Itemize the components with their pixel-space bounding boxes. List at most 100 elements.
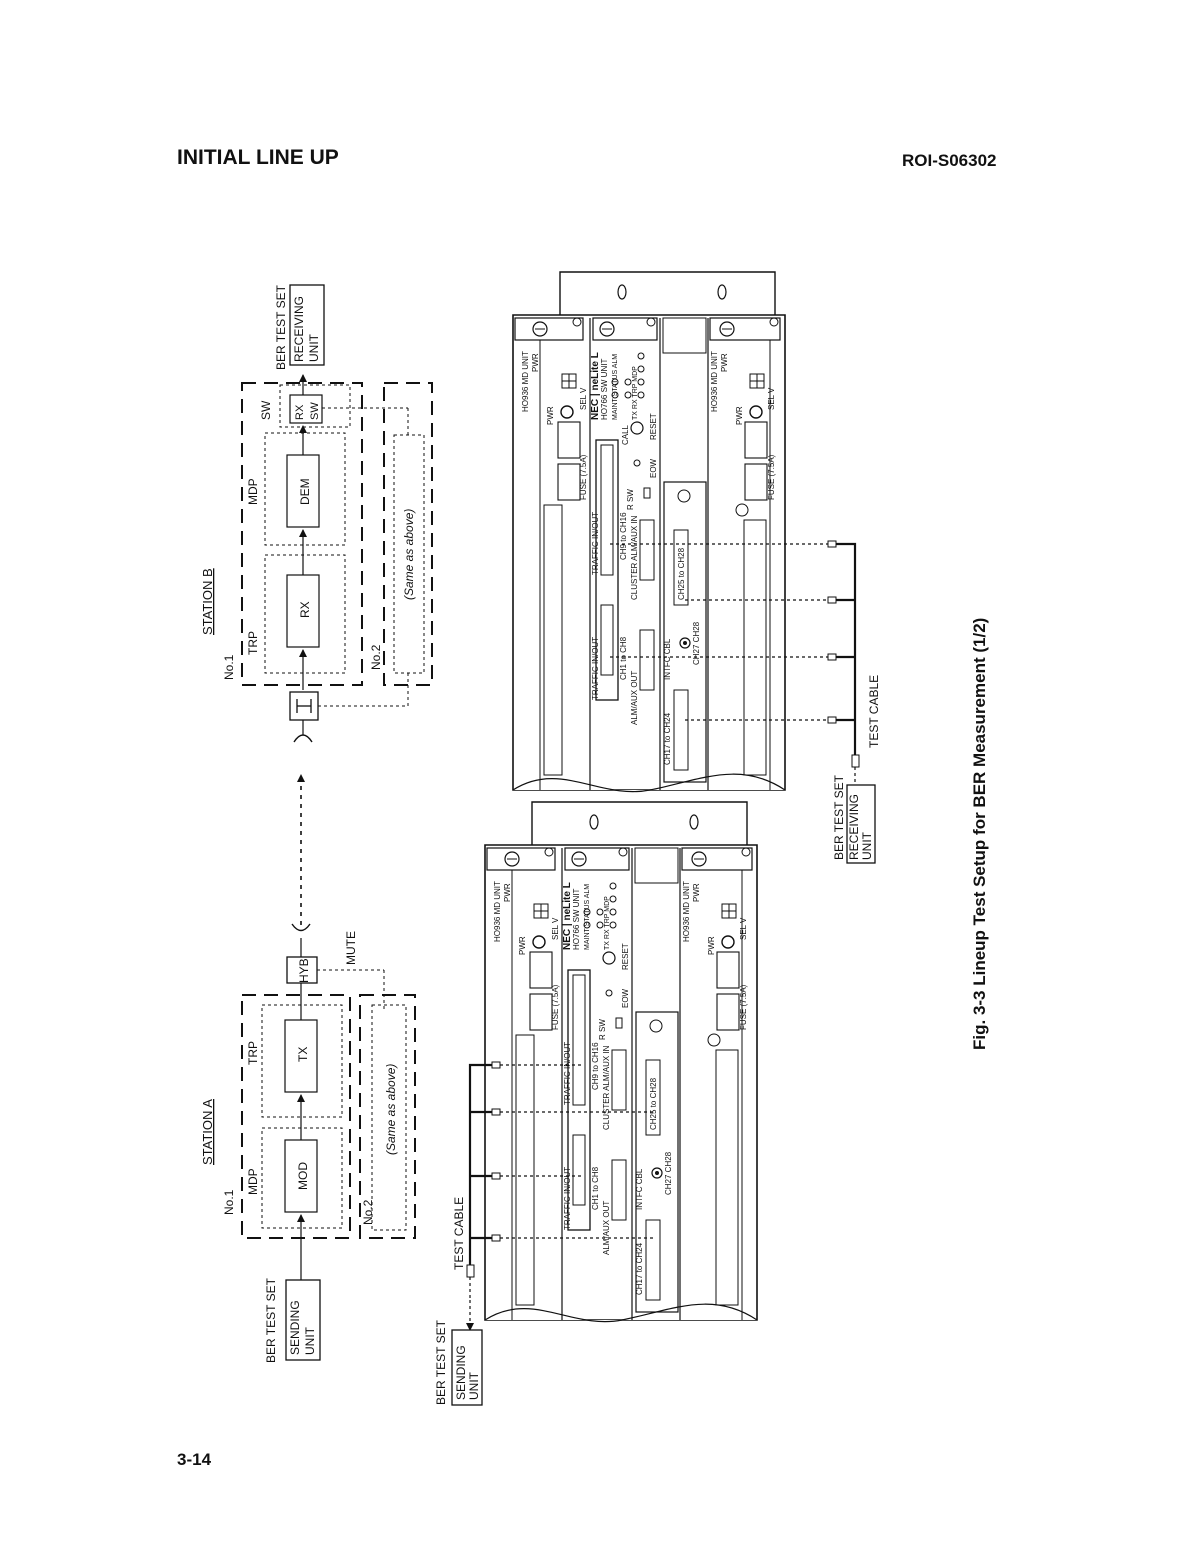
station-b-dem: DEM [298, 478, 312, 505]
receiving-unit-c2: UNIT [860, 831, 874, 860]
label-a-maint: MAINT STATUS ALM [584, 884, 591, 950]
label-a-traffic-1: TRAFFIC IN/OUT [563, 1042, 572, 1105]
shelf-b-labels: HO936 MD UNIT PWR PWR FUSE (7.5A) SEL V … [521, 351, 776, 765]
test-cable-b: TEST CABLE [610, 540, 881, 785]
station-a-hyb: HYB [297, 958, 311, 983]
station-b-no2: No.2 [369, 644, 383, 670]
ber-test-set-label-b: BER TEST SET [274, 284, 288, 370]
label-a-ch17-24: CH17 to CH24 [635, 1242, 644, 1295]
test-cable-label-b: TEST CABLE [867, 675, 881, 748]
label-a-md-unit: HO936 MD UNIT [493, 881, 502, 942]
label-nec-logo: NEC | neLite L [590, 352, 601, 420]
figure-caption: Fig. 3-3 Lineup Test Setup for BER Measu… [970, 618, 989, 1050]
label-cluster: CLUSTER ALM/AUX IN [630, 515, 639, 600]
document-number: ROI-S06302 [902, 151, 997, 170]
label-a-rsw: R SW [598, 1019, 607, 1040]
label-sel-2: SEL V [767, 387, 776, 410]
sending-unit-d1: SENDING [454, 1345, 468, 1400]
section-title: INITIAL LINE UP [177, 146, 339, 169]
station-b-rxsw-1: RX [294, 404, 306, 420]
label-a-pwr-2: PWR [518, 936, 527, 955]
label-a-ch25-28: CH25 to CH28 [649, 1077, 658, 1130]
sending-unit-2: UNIT [303, 1326, 317, 1355]
label-a-intfc: INTFC CBL [635, 1168, 644, 1210]
label-a-txrx: TX RX TRP MDP [604, 896, 611, 950]
label-a-sel-2: SEL V [739, 917, 748, 940]
test-cable-a: TEST CABLE [452, 1061, 656, 1300]
label-ch17-24: CH17 to CH24 [663, 712, 672, 765]
label-a-cluster: CLUSTER ALM/AUX IN [602, 1045, 611, 1130]
label-a-almaux: ALM/AUX OUT [602, 1201, 611, 1255]
label-a-pwr: PWR [503, 883, 512, 902]
label-traffic-2: TRAFFIC IN/OUT [591, 637, 600, 700]
label-traffic-1: TRAFFIC IN/OUT [591, 512, 600, 575]
label-a-traffic-2: TRAFFIC IN/OUT [563, 1167, 572, 1230]
station-a-mod: MOD [296, 1162, 310, 1190]
station-a-mdp-label: MDP [246, 1168, 260, 1195]
label-a-sel: SEL V [551, 917, 560, 940]
receiving-unit-2: UNIT [307, 333, 321, 362]
station-b-rx: RX [298, 601, 312, 618]
label-a-pwr-4: PWR [707, 936, 716, 955]
label-pwr: PWR [531, 353, 540, 372]
station-a-no1-box [241, 994, 351, 1239]
station-b-diagram: STATION B No.1 TRP MDP SW RX DEM RX SW N… [200, 284, 433, 743]
label-a-ch1-8: CH1 to CH8 [591, 1166, 600, 1210]
station-a-mute: MUTE [344, 931, 358, 965]
label-md-unit: HO936 MD UNIT [521, 351, 530, 412]
station-a-tx: TX [296, 1047, 310, 1062]
station-b-mdp-label: MDP [246, 478, 260, 505]
label-ch25-28: CH25 to CH28 [677, 547, 686, 600]
label-intfc: INTFC CBL [663, 638, 672, 680]
station-b-same: (Same as above) [402, 509, 416, 600]
shelf-a-labels: HO936 MD UNIT PWR PWR FUSE (7.5A) SEL V … [493, 881, 748, 1295]
label-md-unit-2: HO936 MD UNIT [710, 351, 719, 412]
station-b-title: STATION B [200, 568, 215, 635]
label-sel: SEL V [579, 387, 588, 410]
label-reset: RESET [649, 413, 658, 440]
test-cable-label-a: TEST CABLE [452, 1197, 466, 1270]
label-sw-unit: HO766 SW UNIT [600, 359, 609, 420]
station-b-sw-label: SW [259, 400, 273, 420]
label-a-md-unit-2: HO936 MD UNIT [682, 881, 691, 942]
label-a-sw-unit: HO766 SW UNIT [572, 889, 581, 950]
label-a-nec-logo: NEC | neLite L [562, 882, 573, 950]
label-ch1-8: CH1 to CH8 [619, 636, 628, 680]
label-a-eow: EOW [621, 988, 630, 1008]
receiving-unit-c1: RECEIVING [847, 794, 861, 860]
label-call: CALL [621, 424, 630, 445]
label-a-ch27-28: CH27 CH28 [664, 1151, 673, 1195]
label-pwr-4: PWR [735, 406, 744, 425]
station-a-no1: No.1 [222, 1189, 236, 1215]
label-a-ch9-16: CH9 to CH16 [591, 1042, 600, 1090]
station-b-no1: No.1 [222, 654, 236, 680]
label-almaux: ALM/AUX OUT [630, 671, 639, 725]
label-a-fuse-2: FUSE (7.5A) [739, 984, 748, 1030]
label-fuse: FUSE (7.5A) [579, 454, 588, 500]
label-pwr-3: PWR [720, 353, 729, 372]
label-ch9-16: CH9 to CH16 [619, 512, 628, 560]
sending-unit-1: SENDING [288, 1300, 302, 1355]
station-a-no2: No.2 [361, 1199, 375, 1225]
ber-test-set-label-a: BER TEST SET [264, 1277, 278, 1363]
station-a-trp-label: TRP [246, 1041, 260, 1065]
label-a-reset: RESET [621, 943, 630, 970]
label-a-pwr-3: PWR [692, 883, 701, 902]
station-b-trp-label: TRP [246, 631, 260, 655]
station-a-title: STATION A [200, 1099, 215, 1165]
page-number: 3-14 [177, 1450, 212, 1469]
shelf-station-b [512, 237, 786, 793]
label-eow: EOW [649, 458, 658, 478]
label-ch27-28: CH27 CH28 [692, 621, 701, 665]
label-pwr-2: PWR [546, 406, 555, 425]
label-fuse-2: FUSE (7.5A) [767, 454, 776, 500]
label-a-fuse: FUSE (7.5A) [551, 984, 560, 1030]
label-txrx: TX RX TRP MDP [632, 366, 639, 420]
station-a-same: (Same as above) [384, 1064, 398, 1155]
receiving-unit-1: RECEIVING [292, 296, 306, 362]
ber-test-set-label-c: BER TEST SET [832, 774, 846, 860]
sending-unit-d2: UNIT [467, 1371, 481, 1400]
label-rsw: R SW [626, 489, 635, 510]
station-b-rxsw-2: SW [309, 402, 321, 420]
